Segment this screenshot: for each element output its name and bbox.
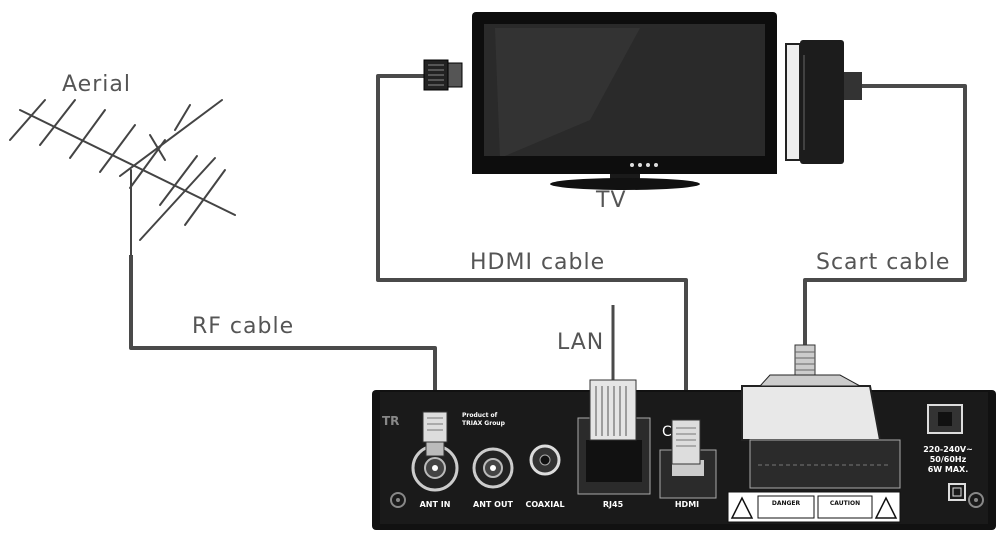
scart-cable — [803, 84, 967, 350]
tv-label: TV — [596, 188, 627, 213]
tv-icon — [472, 12, 777, 190]
lan-label: LAN — [557, 330, 605, 355]
svg-text:C: C — [662, 424, 672, 440]
aerial-icon — [9, 99, 236, 256]
ant-out-port-label: ANT OUT — [473, 500, 513, 509]
receiver-icon: C — [372, 344, 996, 530]
power-rating-watts: 6W MAX. — [927, 465, 969, 474]
rj45-port-label: RJ45 — [602, 500, 624, 509]
danger-label: DANGER — [771, 500, 801, 507]
brand-logo: TR — [382, 414, 400, 428]
caution-label: CAUTION — [829, 500, 861, 507]
hdmi-cable — [376, 74, 688, 420]
ant-in-port-label: ANT IN — [419, 500, 451, 509]
product-of-label: Product of — [462, 412, 498, 419]
power-rating-frequency: 50/60Hz — [929, 455, 967, 464]
group-label: TRIAX Group — [462, 420, 505, 427]
aerial-label: Aerial — [62, 72, 131, 97]
rf-cable-label: RF cable — [192, 314, 295, 339]
scart-plug-tv-icon — [785, 40, 862, 164]
hdmi-plug-tv-icon — [423, 59, 463, 91]
hdmi-cable-label: HDMI cable — [470, 250, 606, 275]
scart-cable-label: Scart cable — [816, 250, 951, 275]
power-rating-voltage: 220-240V~ — [923, 445, 973, 454]
hdmi-port-label: HDMI — [674, 500, 700, 509]
coaxial-port-label: COAXIAL — [525, 500, 565, 509]
